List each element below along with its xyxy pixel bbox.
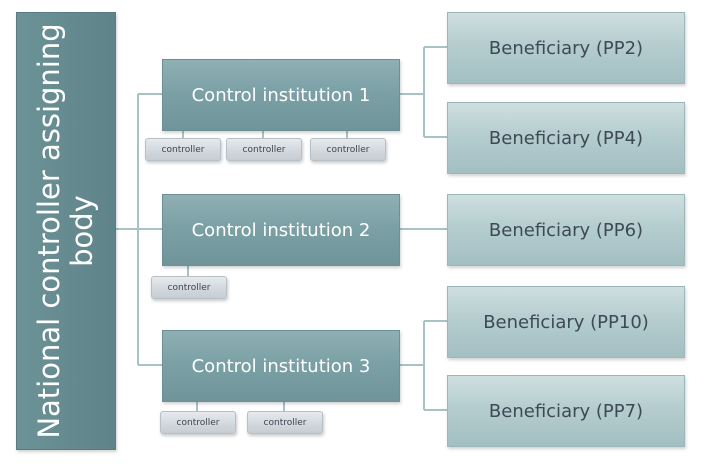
control-institution-1: Control institution 1 — [162, 59, 400, 131]
beneficiary-pp6: Beneficiary (PP6) — [447, 194, 685, 266]
root-node: National controller assigning body — [16, 12, 116, 450]
controller-label: controller — [161, 144, 205, 155]
beneficiary-pp7: Beneficiary (PP7) — [447, 375, 685, 447]
beneficiary-label: Beneficiary (PP10) — [483, 311, 649, 333]
controller-label: controller — [326, 144, 370, 155]
beneficiary-pp4: Beneficiary (PP4) — [447, 102, 685, 174]
controller-node: controller — [310, 138, 386, 161]
beneficiary-label: Beneficiary (PP2) — [488, 37, 644, 59]
controller-node: controller — [151, 276, 227, 299]
control-institution-2: Control institution 2 — [162, 194, 400, 266]
controller-label: controller — [167, 282, 211, 293]
beneficiary-label: Beneficiary (PP6) — [488, 219, 644, 241]
controller-label: controller — [242, 144, 286, 155]
controller-node: controller — [247, 411, 323, 434]
controller-node: controller — [145, 138, 221, 161]
beneficiary-pp10: Beneficiary (PP10) — [447, 286, 685, 358]
beneficiary-pp2: Beneficiary (PP2) — [447, 12, 685, 84]
controller-node: controller — [226, 138, 302, 161]
controller-node: controller — [160, 411, 236, 434]
control-institution-3: Control institution 3 — [162, 330, 400, 402]
control-institution-2-label: Control institution 2 — [191, 219, 371, 241]
controller-label: controller — [263, 417, 307, 428]
controller-label: controller — [176, 417, 220, 428]
beneficiary-label: Beneficiary (PP7) — [488, 400, 644, 422]
beneficiary-label: Beneficiary (PP4) — [488, 127, 644, 149]
control-institution-1-label: Control institution 1 — [191, 84, 371, 106]
control-institution-3-label: Control institution 3 — [191, 355, 371, 377]
root-label: National controller assigning body — [32, 23, 99, 439]
